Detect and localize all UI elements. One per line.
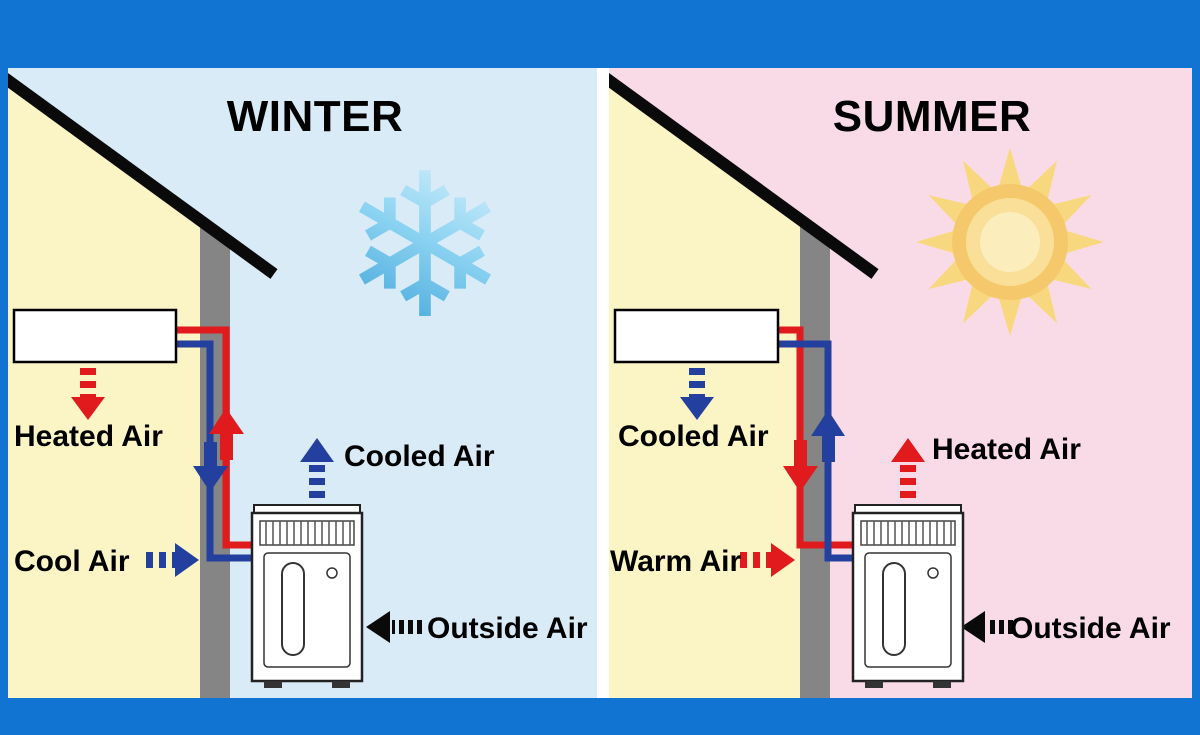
- heated-air-arrow-down: [71, 368, 105, 420]
- indoor-unit: [613, 308, 780, 364]
- outside-air-arrow-left: [366, 611, 422, 643]
- outdoor-unit: [250, 504, 364, 688]
- summer-panel: SUMMER Cooled Air Warm Air Heated Air Ou…: [609, 68, 1192, 698]
- heated-air-arrow-up: [891, 438, 925, 498]
- label-heated-air: Heated Air: [14, 420, 163, 453]
- label-warm-air: Warm Air: [610, 545, 742, 578]
- cool-air-arrow-right: [146, 543, 199, 577]
- winter-panel: ❄ WINTER Heated Air Cool Air Cooled Air …: [8, 68, 597, 698]
- label-cool-air: Cool Air: [14, 545, 130, 578]
- summer-diagram: [609, 72, 1104, 698]
- sun-icon: [916, 148, 1104, 336]
- label-outside-air: Outside Air: [427, 612, 588, 645]
- summer-title: SUMMER: [832, 92, 1032, 141]
- roof: [8, 72, 278, 279]
- winter-title: WINTER: [226, 92, 404, 141]
- snowflake-icon: ❄: [320, 143, 530, 353]
- label-cooled-air: Cooled Air: [618, 420, 769, 453]
- label-heated-air: Heated Air: [932, 433, 1081, 466]
- cooled-air-arrow-up: [300, 438, 334, 498]
- indoor-unit: [12, 308, 178, 364]
- cold-flow-arrow-up: [811, 410, 845, 462]
- panel-divider: [597, 68, 609, 698]
- hot-flow-arrow-up: [209, 408, 244, 460]
- house-wall: [800, 218, 830, 698]
- cooled-air-arrow-down: [680, 368, 714, 420]
- roof: [609, 72, 879, 279]
- label-cooled-air: Cooled Air: [344, 440, 495, 473]
- outdoor-unit: [851, 504, 965, 688]
- ground: [0, 698, 1200, 735]
- outside-air-arrow-left: [961, 611, 1013, 643]
- house-interior: [609, 86, 800, 698]
- winter-diagram: [8, 72, 422, 698]
- house-interior: [8, 86, 200, 698]
- cold-flow-arrow-down: [193, 442, 228, 492]
- label-outside-air: Outside Air: [1010, 612, 1171, 645]
- warm-air-arrow-right: [740, 543, 795, 577]
- hot-flow-arrow-down: [783, 440, 818, 492]
